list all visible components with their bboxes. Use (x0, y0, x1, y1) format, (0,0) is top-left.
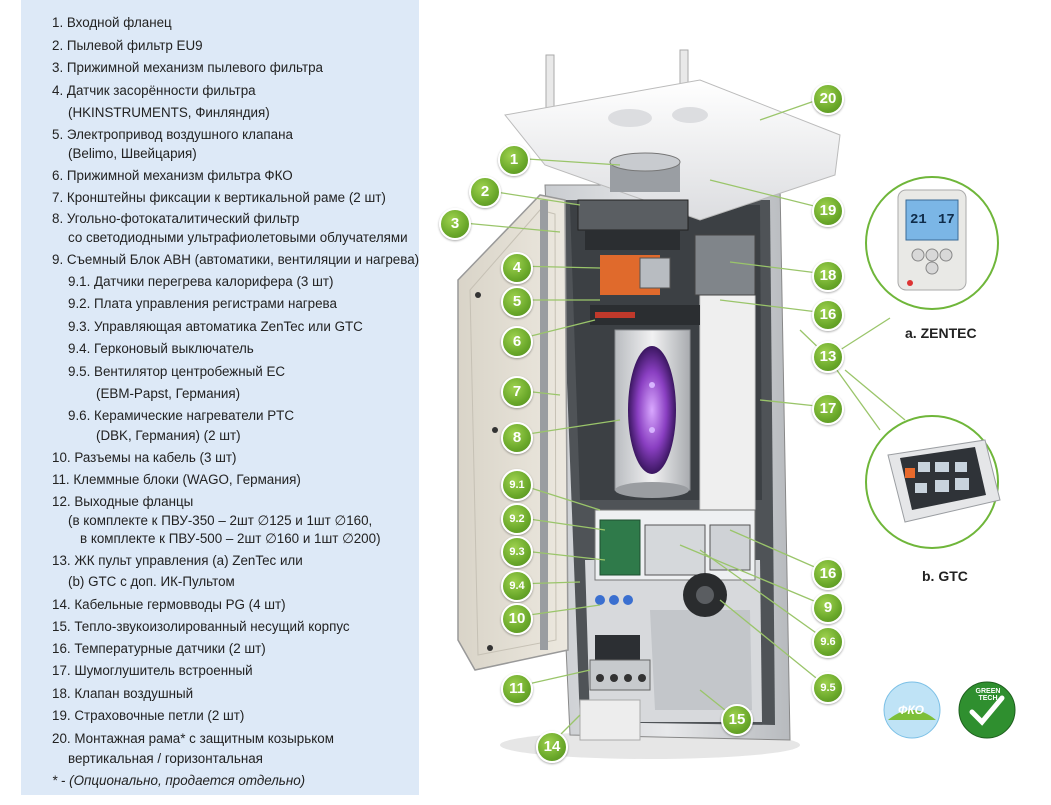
callout-9: 9 (812, 592, 844, 624)
legend-item: (DBK, Германия) (2 шт) (96, 428, 241, 443)
callout-17: 17 (812, 393, 844, 425)
legend-item: в комплекте к ПВУ-500 – 2шт ∅160 и 1шт ∅… (80, 531, 381, 546)
callout-16-lower: 16 (812, 558, 844, 590)
callout-19: 19 (812, 195, 844, 227)
legend-item: 11. Клеммные блоки (WAGO, Германия) (52, 472, 301, 487)
callout-3: 3 (439, 208, 471, 240)
callout-4: 4 (501, 252, 533, 284)
callout-9-6: 9.6 (812, 626, 844, 658)
callout-9-5: 9.5 (812, 672, 844, 704)
legend-item: 5. Электропривод воздушного клапана (52, 127, 293, 142)
dust-filter (577, 199, 689, 231)
canopy (504, 79, 841, 221)
legend-item: вертикальная / горизонтальная (68, 751, 263, 766)
callout-9-2: 9.2 (501, 503, 533, 535)
callout-7: 7 (501, 376, 533, 408)
callout-8: 8 (501, 422, 533, 454)
callout-13: 13 (812, 341, 844, 373)
legend-item: (b) GTC с доп. ИК-Пультом (68, 574, 235, 589)
legend-item: 20. Монтажная рама* с защитным козырьком (52, 731, 334, 746)
legend-item: 9.5. Вентилятор центробежный EC (68, 364, 286, 379)
callout-10: 10 (501, 603, 533, 635)
legend-item: 4. Датчик засорённости фильтра (52, 83, 256, 98)
legend-item: 15. Тепло-звукоизолированный несущий кор… (52, 619, 350, 634)
callout-1: 1 (498, 144, 530, 176)
callout-14: 14 (536, 731, 568, 763)
gtc-remote (865, 415, 1001, 549)
callout-15: 15 (721, 704, 753, 736)
legend-item: * - (Опционально, продается отдельно) (52, 773, 306, 788)
legend-item: 12. Выходные фланцы (52, 494, 194, 509)
gtc-label: b. GTC (922, 568, 968, 584)
silencer (699, 294, 756, 526)
legend-item: (EBM-Papst, Германия) (96, 386, 241, 401)
legend-item: 2. Пылевой фильтр EU9 (52, 38, 203, 53)
legend-item: 9.1. Датчики перегрева калорифера (3 шт) (68, 274, 334, 289)
callout-16-upper: 16 (812, 299, 844, 331)
zentec-display-temp: 21 (910, 212, 927, 228)
legend-item: 3. Прижимной механизм пылевого фильтра (52, 60, 323, 75)
callout-6: 6 (501, 326, 533, 358)
air-damper (694, 234, 756, 296)
callout-9-1: 9.1 (501, 469, 533, 501)
callout-11: 11 (501, 673, 533, 705)
callout-9-3: 9.3 (501, 536, 533, 568)
callout-2: 2 (469, 176, 501, 208)
legend-item: 7. Кронштейны фиксации к вертикальной ра… (52, 190, 386, 205)
legend-item: 14. Кабельные гермовводы PG (4 шт) (52, 597, 286, 612)
legend-item: 10. Разъемы на кабель (3 шт) (52, 450, 237, 465)
legend-item: 16. Температурные датчики (2 шт) (52, 641, 266, 656)
zentec-remote (865, 176, 999, 310)
photocatalytic-filter (614, 329, 691, 498)
legend-item: 9. Съемный Блок АВН (автоматики, вентиля… (52, 252, 420, 267)
green-tech-logo (958, 681, 1016, 739)
zentec-display-temp2: 17 (938, 212, 955, 228)
callout-5: 5 (501, 286, 533, 318)
legend-item: 9.2. Плата управления регистрами нагрева (68, 296, 337, 311)
legend-item: со светодиодными ультрафиолетовыми облуч… (68, 230, 408, 245)
callout-9-4: 9.4 (501, 570, 533, 602)
legend-item: 6. Прижимной механизм фильтра ФКО (52, 168, 293, 183)
legend-item: 18. Клапан воздушный (52, 686, 194, 701)
legend-item: (HKINSTRUMENTS, Финляндия) (68, 105, 270, 120)
fko-logo (883, 681, 941, 739)
green-tech-logo-text: GREEN TECH (975, 688, 1001, 702)
legend-item: 9.3. Управляющая автоматика ZenTec или G… (68, 319, 363, 334)
callout-18: 18 (812, 260, 844, 292)
legend-item: 9.4. Герконовый выключатель (68, 341, 254, 356)
legend-item: (в комплекте к ПВУ-350 – 2шт ∅125 и 1шт … (68, 513, 373, 528)
legend-item: 17. Шумоглушитель встроенный (52, 663, 253, 678)
legend-item: 19. Страховочные петли (2 шт) (52, 708, 245, 723)
input-flange (609, 152, 681, 192)
legend-item: 9.6. Керамические нагреватели PTC (68, 408, 295, 423)
legend-item: 8. Угольно-фотокаталитический фильтр (52, 211, 300, 226)
legend-item: (Belimo, Швейцария) (68, 146, 197, 161)
legend-item: 13. ЖК пульт управления (a) ZenTec или (52, 553, 303, 568)
callout-20: 20 (812, 83, 844, 115)
legend-panel: 1. Входной фланец 2. Пылевой фильтр EU9 3.… (21, 0, 419, 795)
zentec-label: a. ZENTEC (905, 325, 977, 341)
fko-logo-text: ФКО (898, 703, 924, 717)
output-flange (579, 699, 641, 741)
legend-item: 1. Входной фланец (52, 15, 172, 30)
